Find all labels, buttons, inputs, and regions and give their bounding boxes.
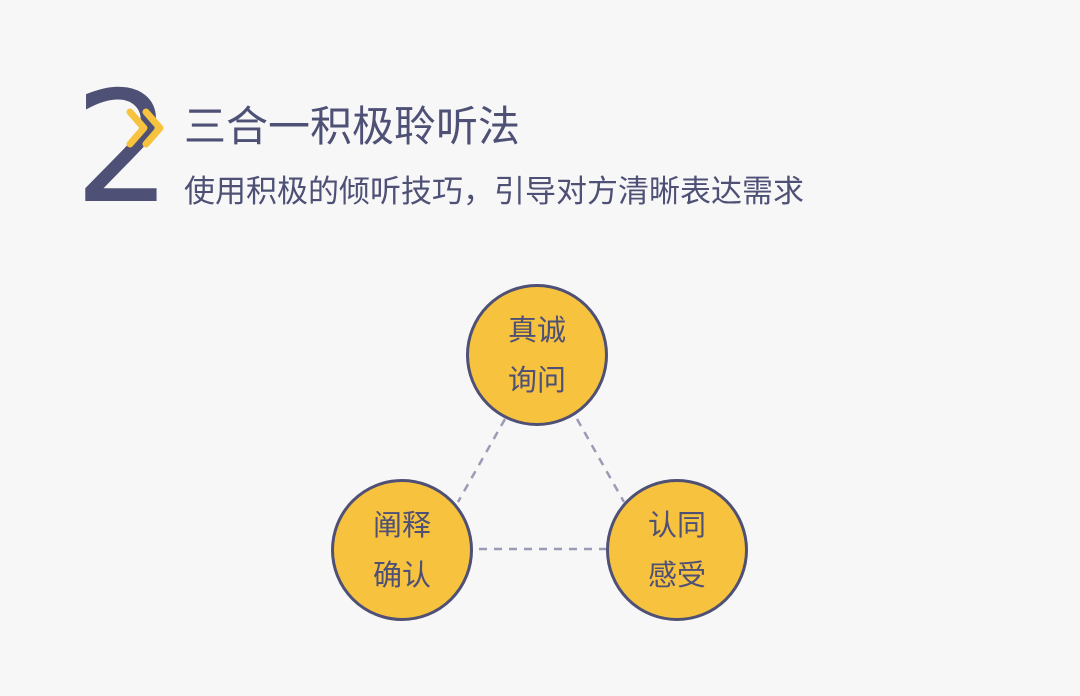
node-label-line: 认同	[647, 508, 706, 542]
slide-subtitle: 使用积极的倾听技巧，引导对方清晰表达需求	[184, 174, 804, 210]
top-left-connector	[456, 418, 507, 503]
top-right-connector	[575, 418, 626, 503]
node-label-line: 确认	[372, 558, 431, 592]
double-chevron-right-icon	[126, 108, 164, 148]
slide-title: 三合一积极聆听法	[184, 102, 521, 151]
empathize-feelings-node: 认同 感受	[606, 479, 748, 621]
node-label-line: 真诚	[507, 313, 566, 347]
node-label-line: 询问	[507, 363, 566, 397]
node-label-line: 感受	[647, 558, 706, 592]
node-label-line: 阐释	[372, 508, 431, 542]
sincere-inquiry-node: 真诚 询问	[466, 284, 608, 426]
clarify-confirm-node: 阐释 确认	[331, 479, 473, 621]
section-number: 2	[74, 59, 172, 238]
